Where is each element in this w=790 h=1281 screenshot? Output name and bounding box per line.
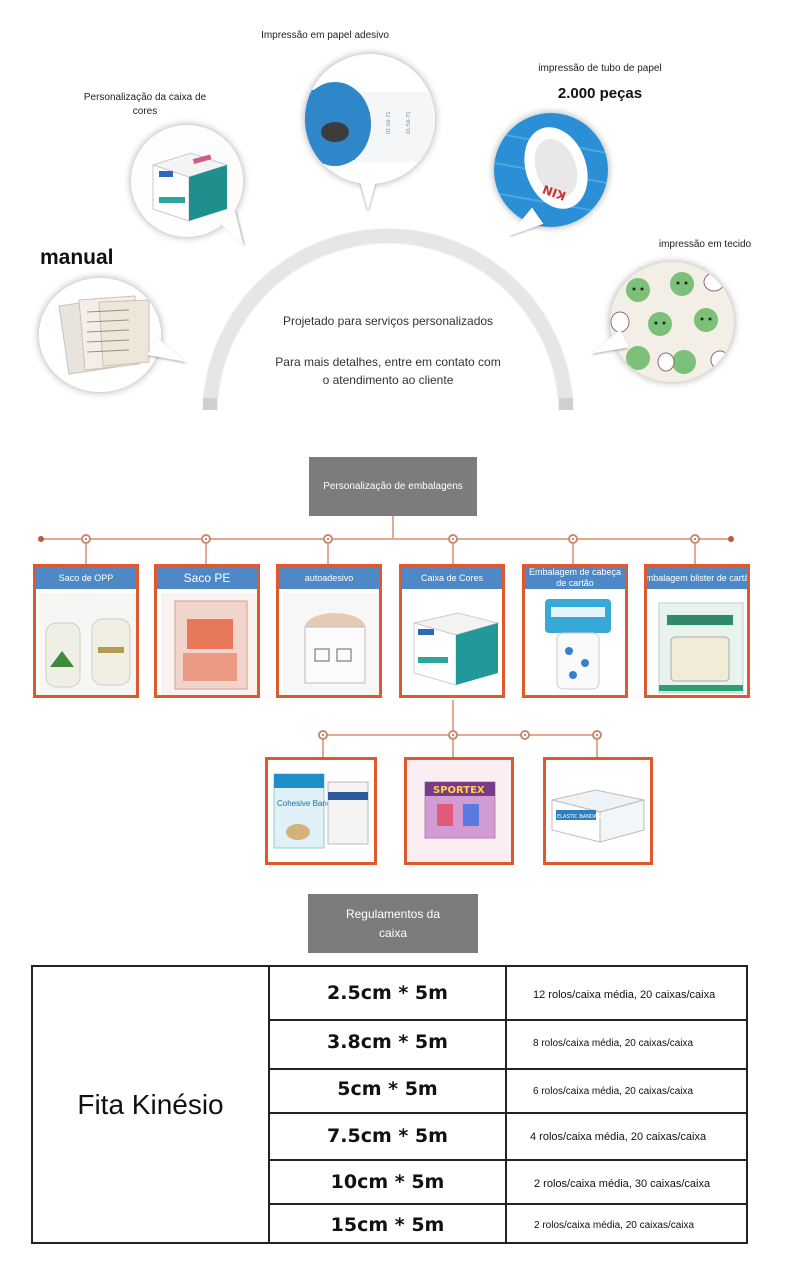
sportex-box-text: SPORTEX <box>433 785 485 796</box>
cohesive-box-text: Cohesive Bandage <box>277 799 345 808</box>
size-cell: 2.5cm * 5m <box>327 982 448 1004</box>
tube-print-label: impressão de tubo de papel <box>538 63 662 74</box>
rule-cell: 2 rolos/caixa média, 20 caixas/caixa <box>534 1220 695 1231</box>
manual-label: manual <box>40 246 114 269</box>
pack-card-blister: Embalagem blister de cartão <box>644 564 750 698</box>
pack-card-elastic-box: ELASTIC BANDAGE <box>543 757 653 865</box>
pack-card-pe: Saco PE <box>154 564 260 698</box>
packaging-title: Personalização de embalagens <box>309 457 477 516</box>
color-box-pack-image <box>406 593 502 695</box>
packaging-connector-line <box>40 538 732 540</box>
product-name: Fita Kinésio <box>77 1088 224 1120</box>
pack-card-label: Caixa de Cores <box>402 567 502 589</box>
opp-bag-image <box>40 593 136 695</box>
size-cell: 10cm * 5m <box>330 1171 445 1193</box>
pack-card-label: Saco PE <box>157 567 257 589</box>
svg-text:01:56-71: 01:56-71 <box>406 111 412 134</box>
manual-image <box>39 278 161 392</box>
sticker-print-label: Impressão em papel adesivo <box>261 30 389 41</box>
header-card-image <box>529 593 625 695</box>
rule-cell: 2 rolos/caixa média, 30 caixas/caixa <box>534 1178 711 1190</box>
center-title: Projetado para serviços personalizados <box>282 314 494 328</box>
pe-bag-image <box>161 593 257 695</box>
pack-card-label: Embalagem de cabeça de cartão <box>525 567 625 589</box>
rule-cell: 8 rolos/caixa média, 20 caixas/caixa <box>533 1038 694 1049</box>
pack-card-opp: Saco de OPP <box>33 564 139 698</box>
pack-card-header-card: Embalagem de cabeça de cartão <box>522 564 628 698</box>
pack-card-label: autoadesivo <box>279 567 379 589</box>
size-cell: 7.5cm * 5m <box>327 1125 448 1147</box>
fabric-print-label: impressão em tecido <box>658 239 752 250</box>
elastic-box-text: ELASTIC BANDAGE <box>557 814 604 820</box>
rule-cell: 12 rolos/caixa média, 20 caixas/caixa <box>533 989 716 1001</box>
color-box-image <box>131 125 243 237</box>
self-adhesive-image <box>283 593 379 695</box>
center-text: Para mais detalhes, entre em contato com… <box>275 355 501 387</box>
pack-card-color-box: Caixa de Cores <box>399 564 505 698</box>
sticker-print-image: 01:56-71 01:56-71 01:56-71 <box>305 54 435 184</box>
rule-cell: 6 rolos/caixa média, 20 caixas/caixa <box>533 1086 694 1097</box>
pack-card-label: Embalagem blister de cartão <box>647 567 747 589</box>
box-rules-title: Regulamentos da caixa <box>345 906 441 940</box>
color-box-label: Personalização da caixa de cores <box>83 92 207 117</box>
fabric-print-image <box>610 262 734 382</box>
box-rules-table: Fita Kinésio 2.5cm * 5m 3.8cm * 5m 5cm *… <box>31 965 748 1244</box>
rule-cell: 4 rolos/caixa média, 20 caixas/caixa <box>530 1131 707 1143</box>
blister-card-image <box>651 593 747 695</box>
svg-text:01:56-71: 01:56-71 <box>386 111 392 134</box>
size-cell: 15cm * 5m <box>330 1214 445 1236</box>
tube-print-quantity: 2.000 peças <box>557 85 643 102</box>
size-cell: 5cm * 5m <box>337 1078 438 1100</box>
tube-print-image: KIN <box>494 113 608 227</box>
pack-card-cohesive-box: Cohesive Bandage <box>265 757 377 865</box>
pack-card-sportex-box: SPORTEX <box>404 757 514 865</box>
pack-card-label: Saco de OPP <box>36 567 136 589</box>
pack-card-self-adhesive: autoadesivo <box>276 564 382 698</box>
size-cell: 3.8cm * 5m <box>327 1031 448 1053</box>
